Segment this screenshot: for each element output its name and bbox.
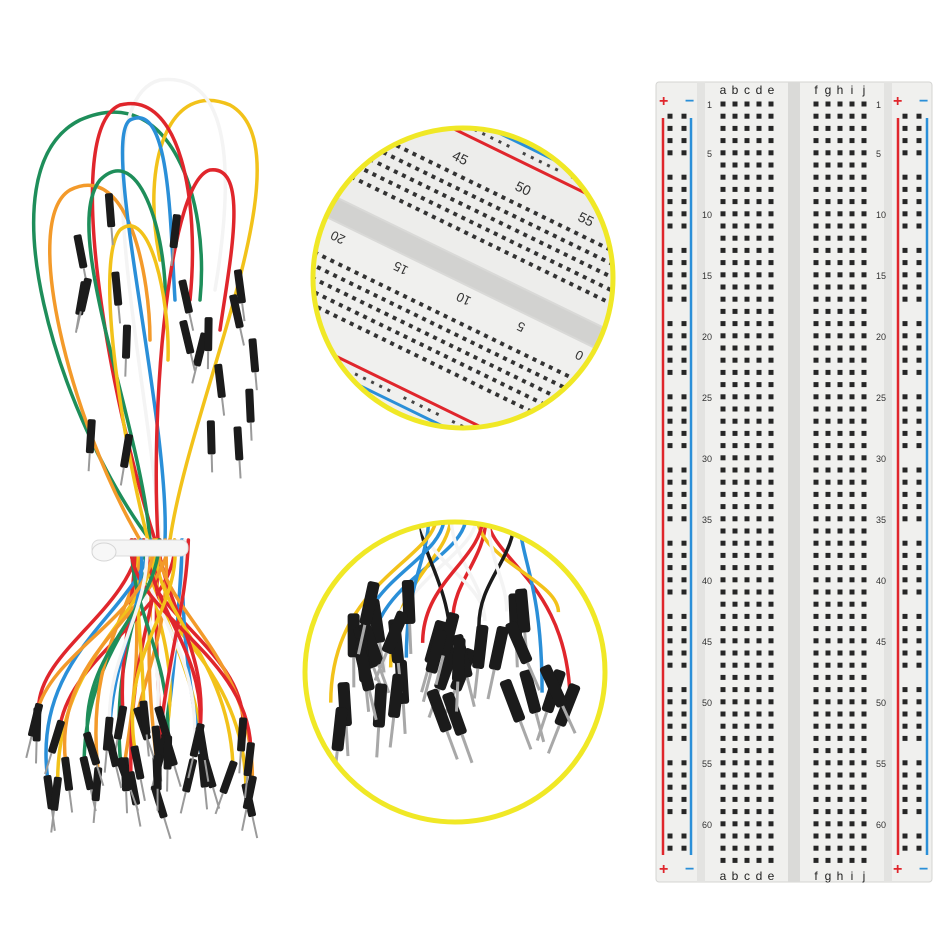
column-letter-i-top: i bbox=[851, 83, 854, 97]
zoom-circle-wire-pins bbox=[302, 519, 608, 825]
row-number-20-left: 20 bbox=[702, 332, 712, 342]
row-number-25-left: 25 bbox=[702, 393, 712, 403]
row-number-1-right: 1 bbox=[876, 100, 881, 110]
column-letter-c-bottom: c bbox=[744, 869, 750, 883]
zoom-circle-breadboard: 40 45 50 55 60 20 15 10 5 0 + bbox=[310, 116, 655, 431]
column-letter-b-top: b bbox=[732, 83, 739, 97]
zoom-label-50: 50 bbox=[513, 178, 534, 199]
column-letter-g-bottom: g bbox=[825, 869, 832, 883]
zoom-label-40: 40 bbox=[387, 116, 408, 137]
column-letter-b-bottom: b bbox=[732, 869, 739, 883]
zoom-label-55: 55 bbox=[576, 208, 597, 229]
row-number-55-left: 55 bbox=[702, 759, 712, 769]
row-number-15-right: 15 bbox=[876, 271, 886, 281]
zoom-label-10: 10 bbox=[454, 289, 474, 309]
row-number-35-right: 35 bbox=[876, 515, 886, 525]
row-number-40-right: 40 bbox=[876, 576, 886, 586]
rail-plus-bottom-left: + bbox=[659, 861, 668, 878]
breadboard-holes bbox=[667, 101, 922, 863]
jumper-wire-bundle bbox=[25, 77, 260, 840]
row-number-5-left: 5 bbox=[707, 149, 712, 159]
rail-plus-bottom-right: + bbox=[893, 861, 902, 878]
rail-minus-bottom-left: − bbox=[685, 861, 694, 878]
zoom-label-60: 60 bbox=[634, 237, 655, 258]
column-letter-h-bottom: h bbox=[837, 869, 844, 883]
rail-plus-top-left: + bbox=[659, 93, 668, 110]
row-number-30-right: 30 bbox=[876, 454, 886, 464]
column-letter-f-top: f bbox=[814, 83, 818, 97]
row-number-30-left: 30 bbox=[702, 454, 712, 464]
column-letter-h-top: h bbox=[837, 83, 844, 97]
row-number-45-left: 45 bbox=[702, 637, 712, 647]
row-number-5-right: 5 bbox=[876, 149, 881, 159]
column-letter-e-bottom: e bbox=[768, 869, 775, 883]
column-letter-g-top: g bbox=[825, 83, 832, 97]
row-number-45-right: 45 bbox=[876, 637, 886, 647]
rail-plus-top-right: + bbox=[893, 93, 902, 110]
cable-tie-head bbox=[91, 542, 117, 562]
column-letter-a-bottom: a bbox=[720, 869, 727, 883]
row-number-55-right: 55 bbox=[876, 759, 886, 769]
row-number-50-right: 50 bbox=[876, 698, 886, 708]
column-letter-f-bottom: f bbox=[814, 869, 818, 883]
column-letter-e-top: e bbox=[768, 83, 775, 97]
rail-minus-top-right: − bbox=[919, 93, 928, 110]
column-letter-d-bottom: d bbox=[756, 869, 763, 883]
row-number-20-right: 20 bbox=[876, 332, 886, 342]
column-letter-d-top: d bbox=[756, 83, 763, 97]
column-letter-j-bottom: j bbox=[862, 869, 866, 883]
zoom-label-45: 45 bbox=[450, 147, 471, 168]
rail-minus-top-left: − bbox=[685, 93, 694, 110]
column-letter-j-top: j bbox=[862, 83, 866, 97]
row-number-50-left: 50 bbox=[702, 698, 712, 708]
row-number-25-right: 25 bbox=[876, 393, 886, 403]
zoom-label-20: 20 bbox=[328, 228, 348, 248]
row-number-1-left: 1 bbox=[707, 100, 712, 110]
row-number-40-left: 40 bbox=[702, 576, 712, 586]
row-number-35-left: 35 bbox=[702, 515, 712, 525]
column-letter-i-bottom: i bbox=[851, 869, 854, 883]
rail-minus-bottom-right: − bbox=[919, 861, 928, 878]
row-number-60-left: 60 bbox=[702, 820, 712, 830]
row-number-60-right: 60 bbox=[876, 820, 886, 830]
row-number-10-left: 10 bbox=[702, 210, 712, 220]
row-number-15-left: 15 bbox=[702, 271, 712, 281]
column-letter-c-top: c bbox=[744, 83, 750, 97]
zoom-label-15: 15 bbox=[391, 258, 411, 278]
column-letter-a-top: a bbox=[720, 83, 727, 97]
row-number-10-right: 10 bbox=[876, 210, 886, 220]
